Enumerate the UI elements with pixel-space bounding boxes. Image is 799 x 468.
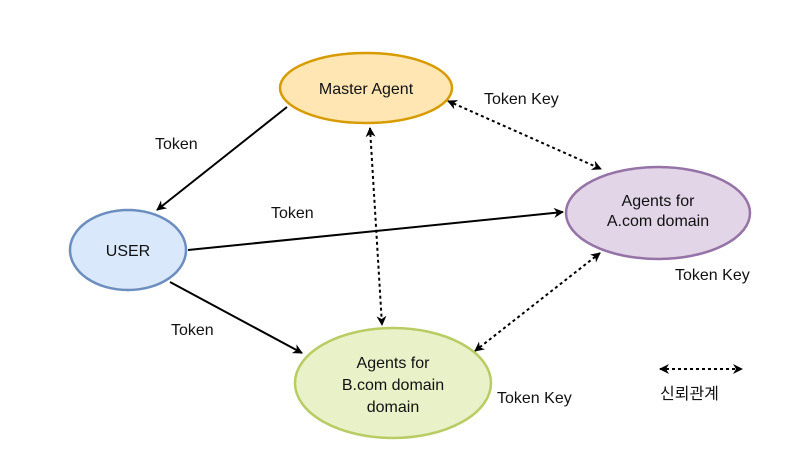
node-master-agent-shape xyxy=(278,51,454,125)
node-a-com-agents: Agents for A.com domain xyxy=(564,165,752,261)
edge-a-b-trust xyxy=(474,252,601,352)
node-b-com-label-line2: B.com domain xyxy=(342,377,444,394)
node-b-com-agents: Agents for B.com domain domain xyxy=(293,326,493,440)
node-user: USER xyxy=(68,208,188,292)
edge-label-user-to-a: Token xyxy=(271,205,314,222)
edge-label-master-to-user: Token xyxy=(155,136,198,153)
edge-master-to-user xyxy=(156,106,288,211)
edge-label-master-a-key: Token Key xyxy=(484,91,559,108)
edge-label-b-key: Token Key xyxy=(497,390,572,407)
node-a-com-label-line2: A.com domain xyxy=(607,213,709,230)
legend: 신뢰관계 xyxy=(659,364,743,403)
node-user-shape xyxy=(68,208,188,292)
edge-master-b-trust xyxy=(365,127,387,326)
edge-master-a-trust xyxy=(447,100,602,170)
node-a-com-label-line1: Agents for xyxy=(622,193,696,210)
node-master-agent-label: Master Agent xyxy=(319,81,414,98)
node-b-com-agents-shape xyxy=(293,326,493,440)
edge-user-to-b xyxy=(169,281,303,354)
edge-label-user-to-b: Token xyxy=(171,322,214,339)
node-master-agent: Master Agent xyxy=(278,51,454,125)
node-b-com-label-line1: Agents for xyxy=(357,355,431,372)
edge-label-a-b-key: Token Key xyxy=(675,267,750,284)
node-a-com-agents-shape xyxy=(564,165,752,261)
node-b-com-label-line3: domain xyxy=(367,399,419,416)
legend-label: 신뢰관계 xyxy=(660,385,719,403)
node-user-label: USER xyxy=(106,243,150,260)
